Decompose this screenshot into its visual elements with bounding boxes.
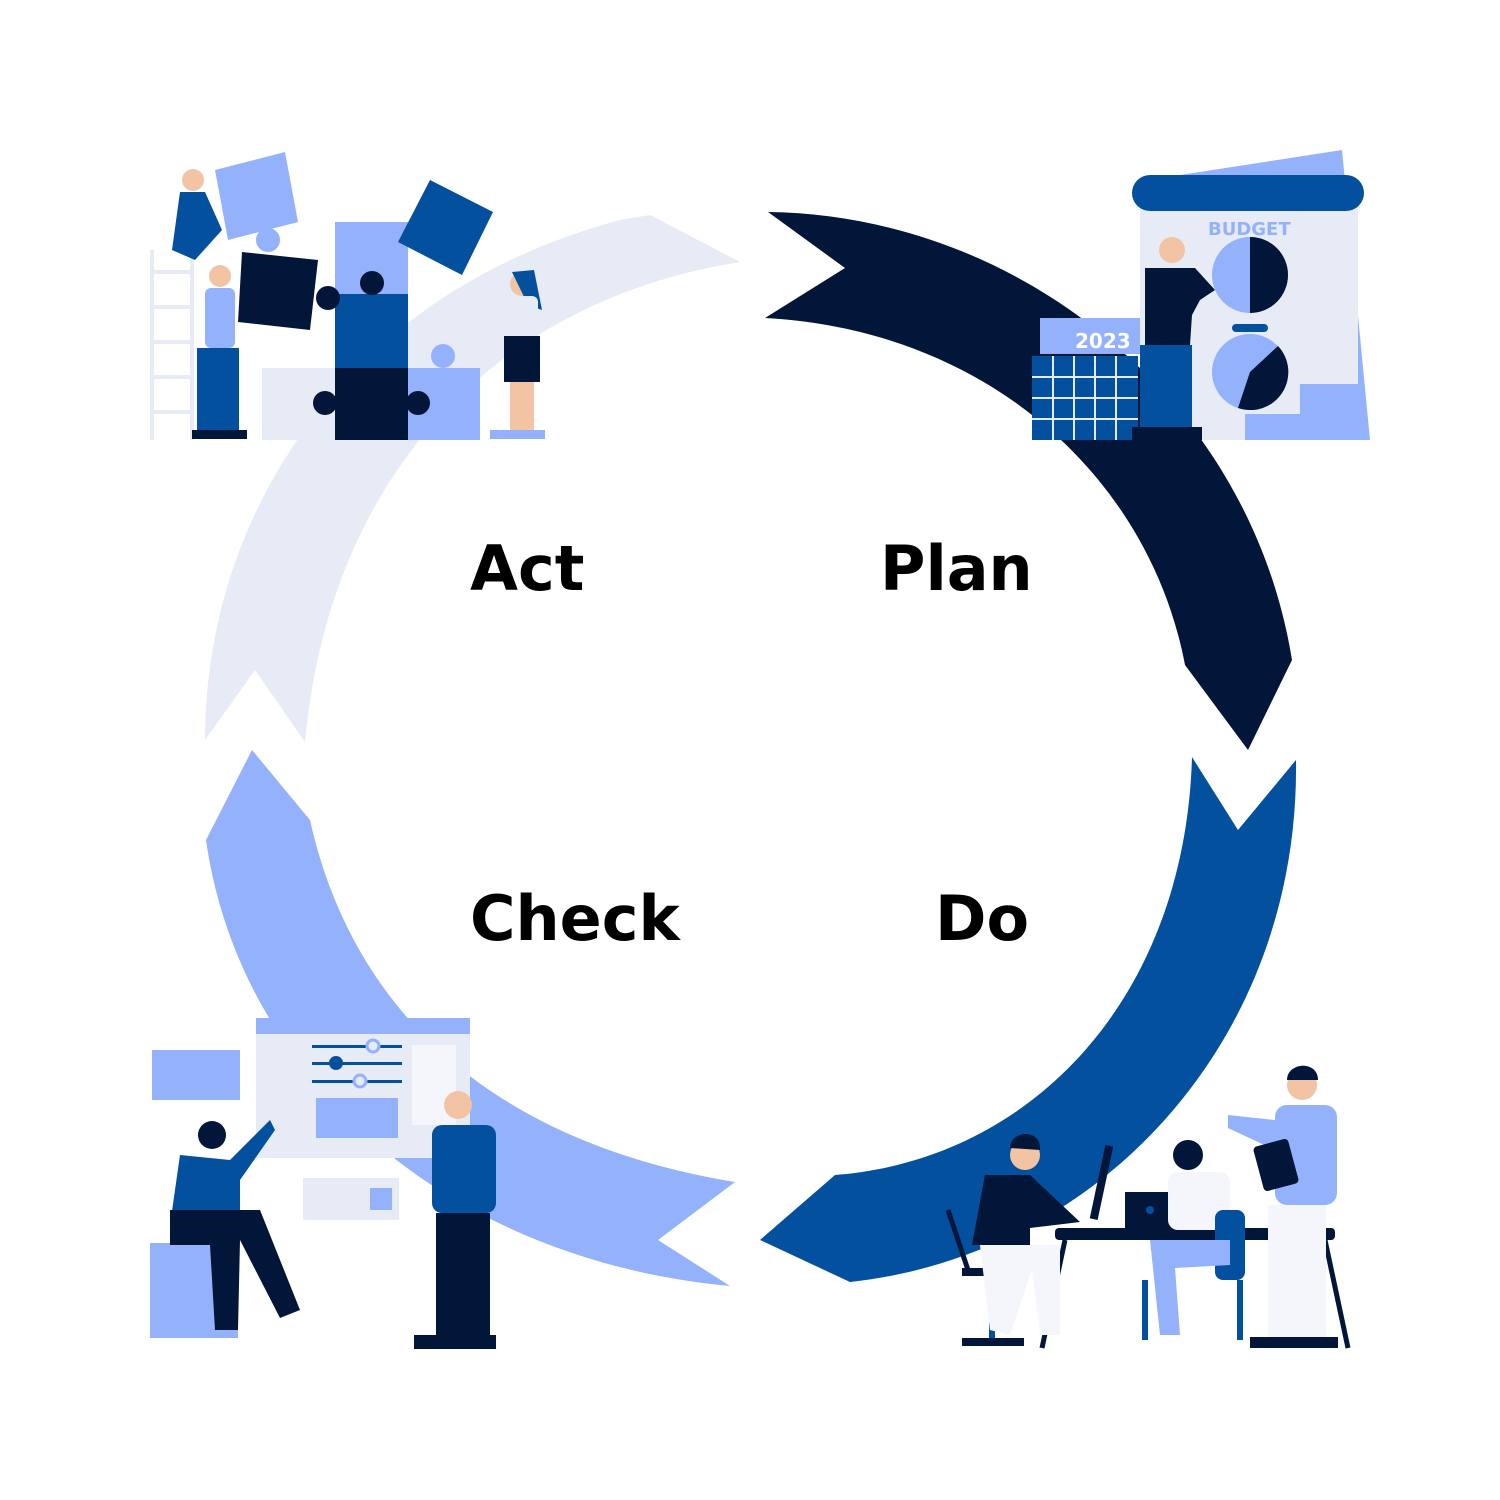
person-legs	[510, 382, 534, 430]
stage-label-plan: Plan	[880, 532, 1033, 605]
person-head	[209, 265, 231, 287]
person-legs	[170, 1210, 300, 1330]
poster-roller	[1132, 175, 1364, 211]
stage-label-do: Do	[935, 882, 1030, 955]
tablet	[1253, 1139, 1299, 1191]
person-legs	[1140, 345, 1192, 427]
paper-stack	[1300, 384, 1360, 440]
chair-base	[962, 1338, 1024, 1346]
person-torso	[508, 296, 538, 336]
person-legs	[1268, 1205, 1326, 1337]
dashboard-titlebar	[256, 1018, 470, 1034]
puzzle-knob	[316, 286, 340, 310]
side-card-badge	[370, 1188, 392, 1210]
person-torso	[432, 1125, 496, 1213]
person-shoes	[1250, 1337, 1338, 1348]
person-head	[444, 1091, 472, 1119]
side-card-list	[152, 1050, 240, 1100]
person-head	[182, 169, 204, 191]
person-torso	[205, 288, 235, 348]
person-head	[1173, 1140, 1203, 1170]
slider-knob	[329, 1056, 343, 1070]
puzzle-block-blue-mid	[335, 294, 408, 368]
puzzle-piece-floating-light	[215, 152, 298, 240]
person-shoes	[192, 430, 247, 439]
slider-knob	[352, 1073, 368, 1089]
slider-track	[312, 1062, 402, 1065]
person-shoes	[1132, 427, 1202, 440]
monitor	[1089, 1144, 1114, 1220]
plan-arrow	[765, 212, 1292, 750]
person-legs	[980, 1245, 1060, 1335]
stage-label-act: Act	[470, 532, 585, 605]
budget-heading: BUDGET	[1208, 219, 1291, 240]
desk-top	[1055, 1228, 1335, 1240]
person-legs	[436, 1213, 490, 1335]
pie-chart-top-slice	[1250, 237, 1288, 313]
ladder-rail-right	[190, 250, 194, 440]
person-body	[172, 192, 222, 260]
slider-track	[312, 1045, 402, 1048]
person-arm	[1228, 1115, 1275, 1150]
puzzle-knob	[406, 391, 430, 415]
puzzle-block-navy	[335, 368, 408, 440]
puzzle-knob	[256, 228, 280, 252]
chair-back	[945, 1209, 971, 1271]
person-head	[198, 1121, 226, 1149]
person-head	[1159, 237, 1185, 263]
puzzle-knob	[360, 271, 384, 295]
puzzle-knob	[313, 391, 337, 415]
puzzle-piece-floating-navy	[238, 252, 318, 330]
person-shoes	[490, 430, 545, 439]
paper-stack	[1245, 414, 1305, 440]
puzzle-team-illustration	[150, 152, 545, 440]
team-working-at-desk-illustration	[945, 1065, 1351, 1349]
stage-label-check: Check	[470, 882, 680, 955]
slider-knob	[365, 1038, 381, 1054]
pie-chart-bottom-slice	[1238, 346, 1289, 411]
calendar-year: 2023	[1075, 329, 1131, 353]
person-torso	[1168, 1172, 1230, 1230]
desk-leg	[1322, 1239, 1351, 1349]
act-arrow	[205, 215, 740, 742]
puzzle-knob	[431, 344, 455, 368]
puzzle-piece-floating-blue	[398, 180, 493, 275]
calendar-cells	[1032, 356, 1138, 440]
ladder-rail-left	[150, 250, 154, 440]
person-torso	[972, 1175, 1080, 1245]
person-shoes	[414, 1335, 496, 1349]
budget-planning-illustration: BUDGET 2023	[1032, 150, 1370, 440]
check-arrow	[206, 750, 735, 1286]
chart-divider	[1232, 324, 1268, 332]
calendar-header	[1040, 318, 1140, 354]
dashboard-review-illustration	[150, 1018, 496, 1349]
person-hair	[1287, 1065, 1318, 1080]
laptop-logo	[1146, 1206, 1154, 1214]
person-legs	[197, 348, 239, 430]
person-hair	[1010, 1134, 1041, 1150]
person-skirt	[504, 336, 540, 382]
person-torso	[1145, 268, 1215, 345]
dashboard-panel	[316, 1098, 398, 1138]
ladder-rungs	[150, 270, 194, 414]
person-legs	[1150, 1240, 1230, 1335]
person-torso	[170, 1120, 275, 1225]
